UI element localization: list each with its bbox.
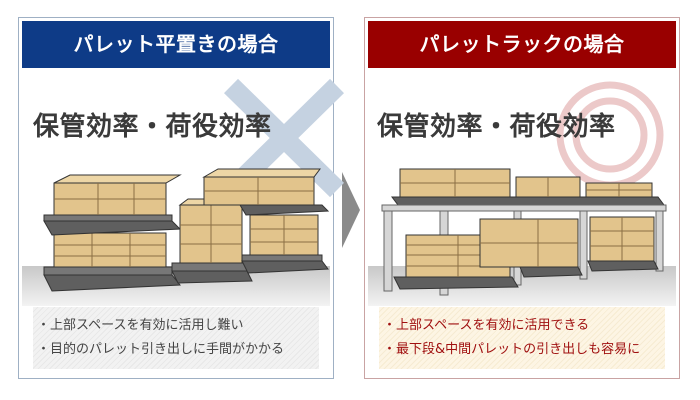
pallet-stack-right [202,168,330,274]
note-item: ・上部スペースを有効に活用し難い [37,318,244,333]
pallet-rack-panel: パレットラックの場合 保管効率・荷役効率 [364,17,680,379]
note-item: ・目的のパレット引き出しに手間がかかる [37,342,285,357]
pallet-rack-illustration [381,168,667,296]
arrow-right-icon [342,172,360,248]
rack-top-level [391,168,665,206]
note-item: ・最下段&中間パレットの引き出しも容易に [383,342,641,357]
floor-stacking-notes: ・上部スペースを有効に活用し難い ・目的のパレット引き出しに手間がかかる [33,307,319,369]
note-item: ・上部スペースを有効に活用できる [383,318,590,333]
rack-bottom-level [393,216,659,290]
panel-header-pallet-rack: パレットラックの場合 [368,21,676,68]
panel-header-floor-stacking: パレット平置きの場合 [22,21,330,68]
rack-beam [381,204,667,212]
efficiency-headline: 保管効率・荷役効率 [33,112,272,142]
efficiency-headline: 保管効率・荷役効率 [377,112,616,142]
pallet-rack-notes: ・上部スペースを有効に活用できる ・最下段&中間パレットの引き出しも容易に [379,307,665,369]
floor-stacked-pallets-illustration [43,168,330,292]
rack-upright [655,210,664,272]
rack-upright [383,210,393,292]
pallet-stack-middle [171,198,253,284]
pallet-stack-left [43,174,182,292]
floor-stacking-panel: パレット平置きの場合 保管効率・荷役効率 [18,17,345,379]
rack-upright [579,210,588,280]
